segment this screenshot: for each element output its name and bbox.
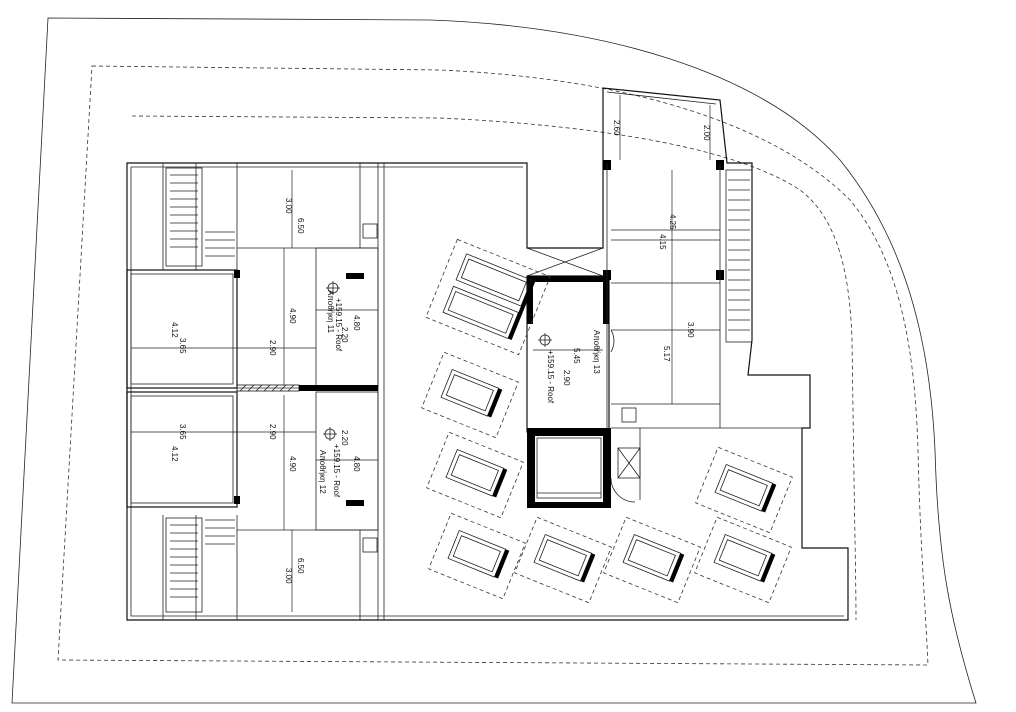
party-wall-solid	[299, 385, 378, 391]
dim-lower-depth-a: 3.65	[178, 424, 187, 440]
label-unit-11: Αποθήκη 11	[326, 290, 335, 334]
dim-right-mid-a: 4.25	[668, 214, 677, 230]
dim-center-a: 5.45	[572, 348, 581, 364]
building-outline	[126, 87, 849, 621]
elevation-marker-12	[323, 427, 337, 441]
shaft-box	[617, 447, 641, 479]
label-unit-12: Αποθήκη 12	[318, 450, 327, 494]
dim-top-left-inner: 3.00	[284, 198, 293, 214]
elevation-marker-13	[538, 333, 552, 347]
label-roof-11: +159.15 - Roof	[334, 298, 343, 352]
right-wing-walls	[606, 163, 802, 500]
elevation-marker-11	[326, 281, 340, 295]
roof-hatch-bottom	[362, 537, 378, 553]
dim-top-left-span: 6.50	[296, 218, 305, 234]
dim-upper-width: 2.90	[268, 340, 277, 356]
dim-bottom-left-inner: 3.00	[284, 568, 293, 584]
dim-center-b: 2.90	[562, 370, 571, 386]
roof-hatch-top	[362, 223, 378, 239]
dim-right-low-a: 3.90	[686, 322, 695, 338]
roof-hatch-right	[621, 407, 637, 423]
dim-bottom-left-span: 6.50	[296, 558, 305, 574]
plot-boundary	[11, 17, 977, 704]
door-swing	[610, 329, 636, 503]
dim-right-mid-b: 4.15	[658, 234, 667, 250]
dim-lower-small-b: 4.80	[352, 456, 361, 472]
dim-upper-small-b: 2.20	[340, 327, 349, 343]
stair-top-left	[165, 167, 235, 267]
dim-upper-depth-a: 4.12	[170, 322, 179, 338]
label-unit-13: Αποθήκη 13	[592, 330, 601, 374]
building-outline-inner	[130, 91, 844, 617]
dim-lower-width: 2.90	[268, 424, 277, 440]
hatch-lines	[239, 384, 295, 392]
setback-line-outer	[57, 65, 929, 666]
label-roof-12: +159.15 - Roof	[332, 444, 341, 498]
dim-lower-vertical: 4.90	[288, 456, 297, 472]
central-core	[526, 247, 611, 508]
dimension-lines	[131, 95, 720, 612]
dim-right-top-a: 2.60	[612, 120, 621, 136]
stair-right	[725, 169, 753, 343]
dim-right-low-b: 5.17	[662, 346, 671, 362]
dim-right-top-b: 2.00	[702, 125, 711, 141]
structural-columns	[234, 160, 724, 506]
dim-upper-small-a: 4.80	[352, 315, 361, 331]
solar-panel-group	[421, 238, 793, 604]
unit-block-lower	[126, 391, 379, 531]
dim-upper-vertical: 4.90	[288, 308, 297, 324]
stair-bottom-left	[165, 517, 235, 613]
dim-lower-depth-b: 4.12	[170, 446, 179, 462]
dim-lower-small-a: 2.20	[340, 430, 349, 446]
label-roof-13: +159.15 - Roof	[546, 350, 555, 404]
dim-upper-depth-b: 3.65	[178, 338, 187, 354]
